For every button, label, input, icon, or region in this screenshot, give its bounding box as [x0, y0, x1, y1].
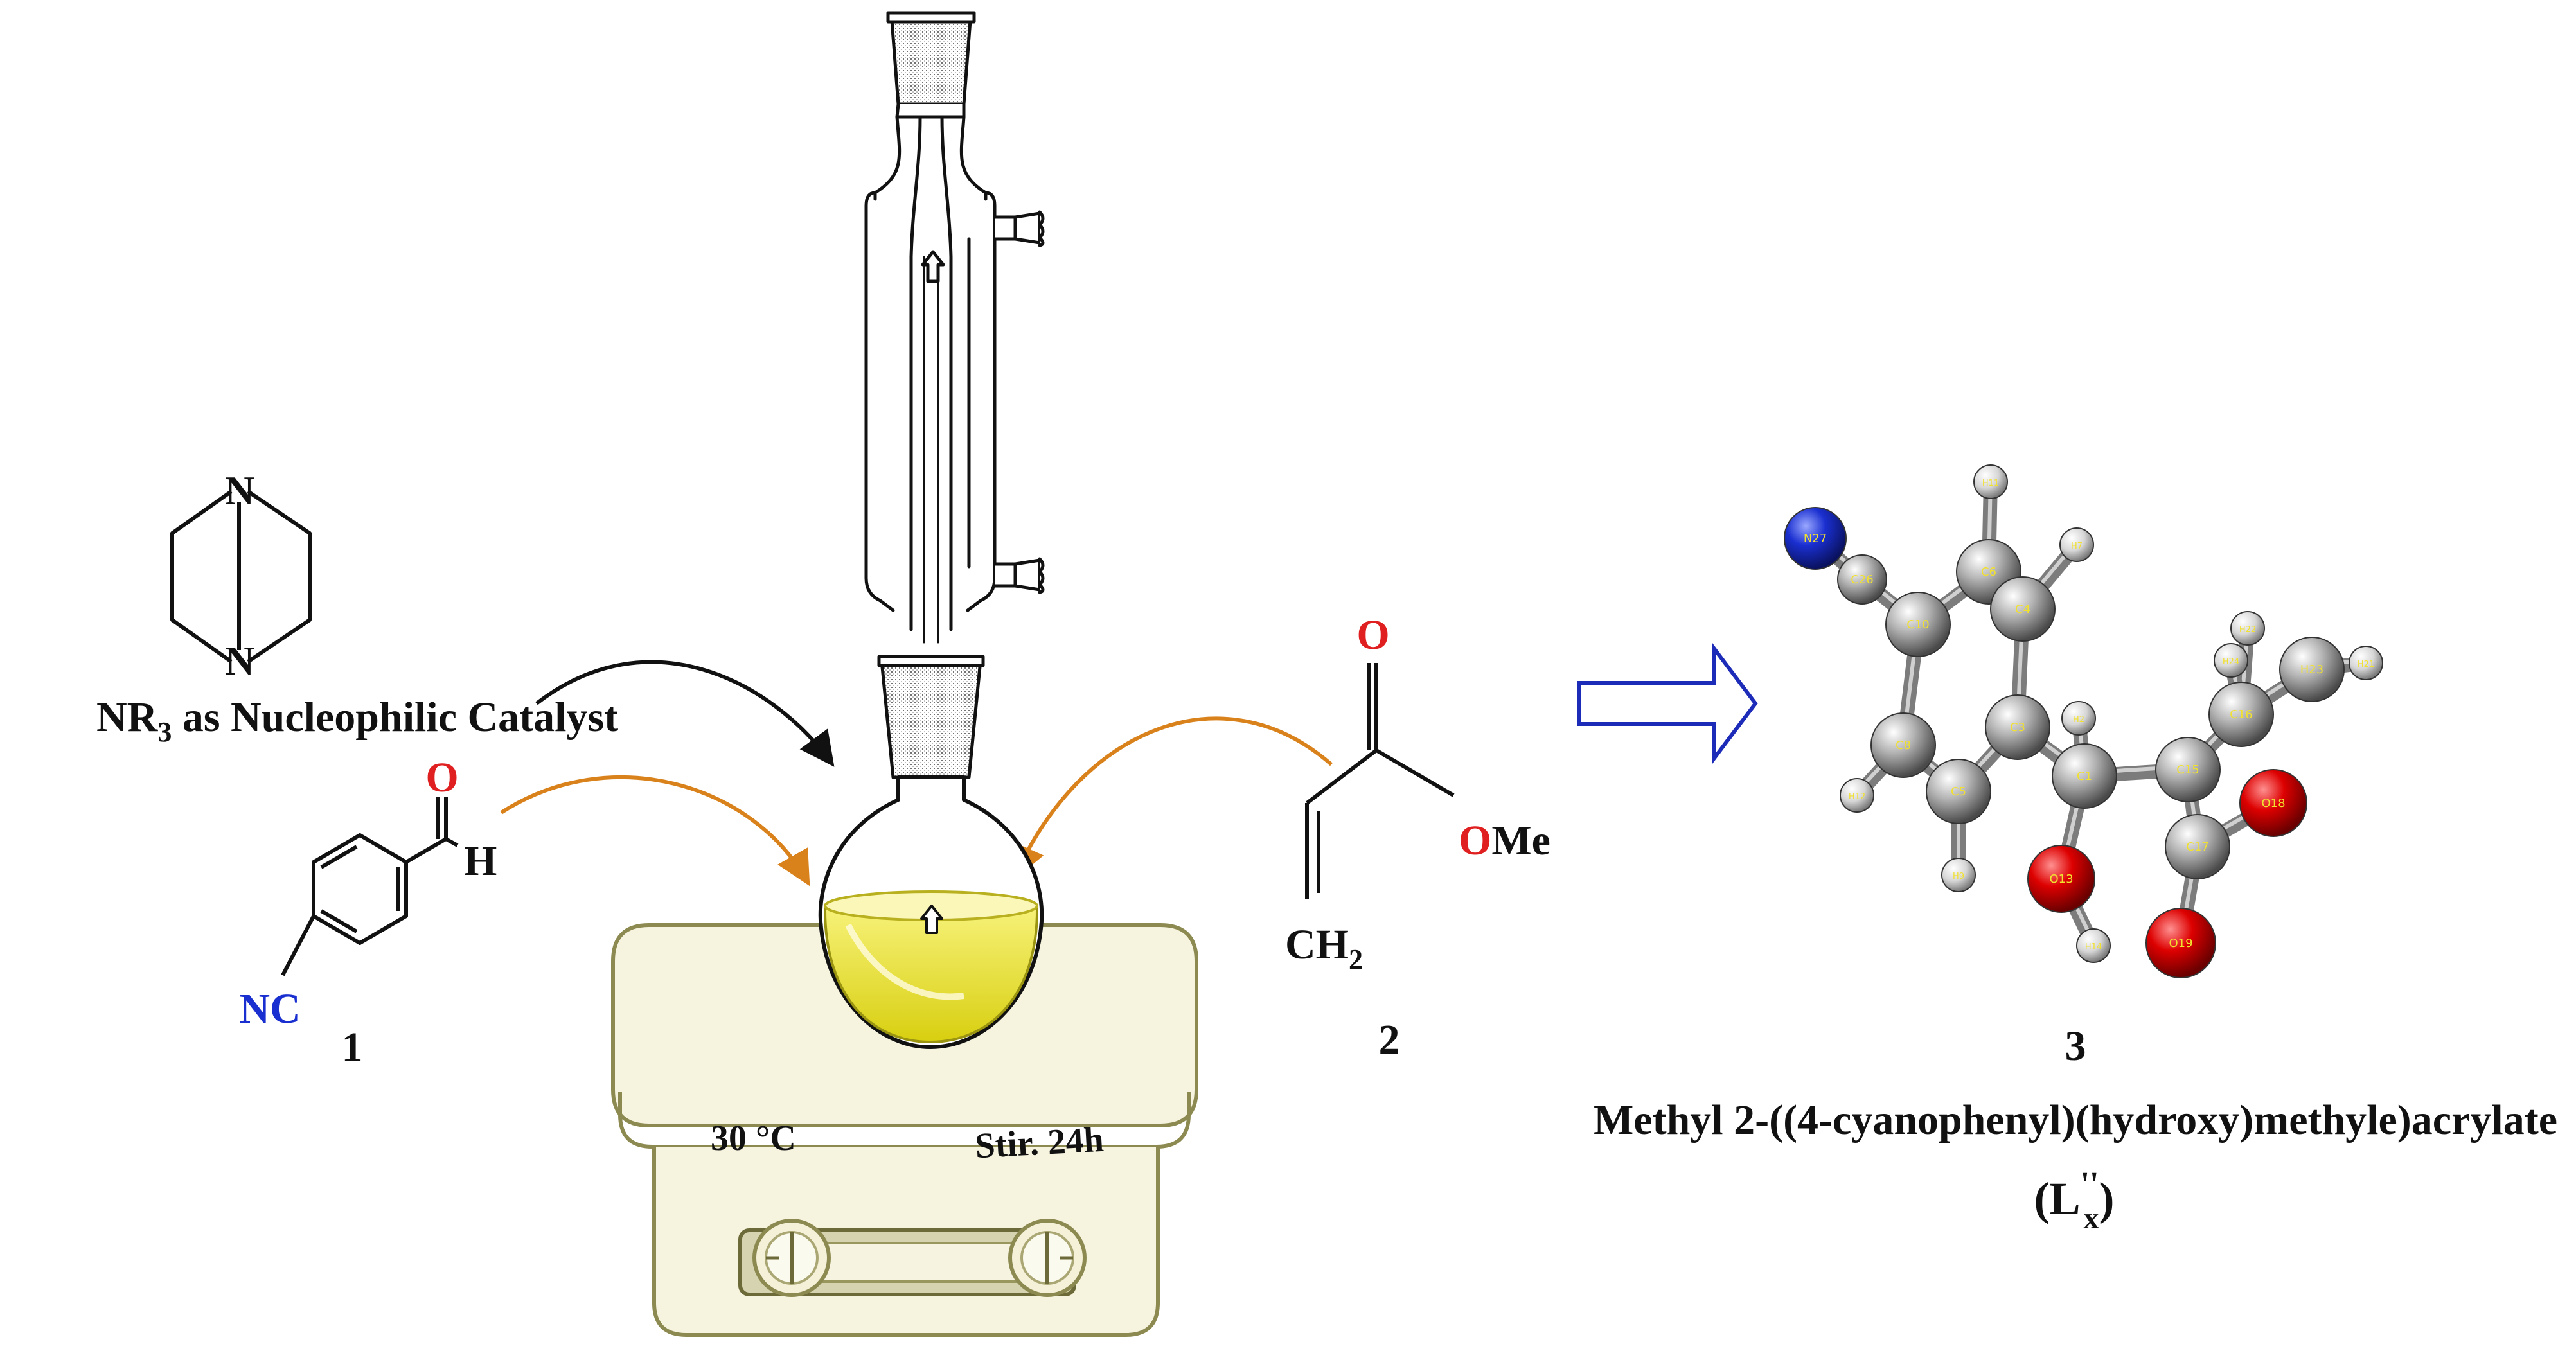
condenser-flow-mark: [921, 250, 945, 283]
atom-label: C17: [2186, 840, 2208, 854]
atom-h12: [1840, 778, 1874, 813]
atom-h21: [2349, 646, 2383, 680]
atom-label: C8: [1896, 739, 1911, 752]
atom-label: H11: [1982, 479, 1999, 488]
stir-time-label: Stir. 24h: [974, 1120, 1105, 1166]
atom-n27: [1784, 507, 1847, 570]
atom-label: C16: [2230, 708, 2252, 721]
atom-label: C1: [2077, 770, 2092, 783]
atom-c26: [1837, 554, 1887, 605]
atom-label: O19: [2169, 937, 2192, 950]
product-code-prime: '': [2081, 1166, 2099, 1203]
compound-1-nitrile: NC: [239, 985, 300, 1032]
catalyst-dabco-structure: N N: [170, 468, 312, 684]
atom-label: O13: [2049, 872, 2073, 886]
atom-label: C10: [1906, 618, 1929, 631]
stir-speed-knob[interactable]: [1008, 1219, 1087, 1297]
catalyst-label-subscript: 3: [157, 716, 172, 748]
product-number: 3: [2065, 1023, 2086, 1070]
atom-label: C5: [1951, 785, 1966, 799]
atom-label: N27: [1804, 532, 1827, 545]
atom-c15: [2155, 737, 2221, 802]
atom-c17: [2165, 814, 2230, 879]
atom-label: H9: [1953, 872, 1964, 881]
compound-2-methoxy-oxygen: O: [1459, 817, 1491, 864]
compound-2-methylene: CH2: [1285, 921, 1363, 975]
water-outlet-arm: [993, 210, 1045, 247]
catalyst-atom-n-bottom: N: [225, 638, 254, 684]
product-code-main: L: [2050, 1173, 2081, 1224]
atom-h9: [1941, 858, 1976, 892]
compound-2-structure: [1305, 663, 1455, 899]
atom-label: C26: [1851, 573, 1873, 587]
product-code-sub: x: [2083, 1201, 2099, 1235]
atom-h7: [2059, 527, 2094, 562]
compound-2-methoxy-me: Me: [1491, 817, 1550, 864]
atom-label: C4: [2015, 603, 2030, 616]
atom-h24: [2214, 643, 2248, 678]
compound-2-ch-subscript: 2: [1349, 944, 1363, 975]
atom-h11: [1973, 464, 2008, 499]
temperature-knob[interactable]: [752, 1219, 831, 1297]
compound-1-oxygen: O: [425, 754, 458, 801]
atom-label: C6: [1981, 565, 1996, 579]
catalyst-label-rest: as Nucleophilic Catalyst: [172, 694, 618, 741]
atom-o13: [2027, 845, 2095, 913]
atom-label: H12: [1849, 792, 1865, 802]
product-name: Methyl 2-((4-cyanophenyl)(hydroxy)methyl…: [1594, 1097, 2557, 1143]
atom-label: H2: [2073, 715, 2084, 725]
temperature-label: 30 °C: [711, 1118, 796, 1158]
compound-2-number: 2: [1379, 1016, 1400, 1063]
product-code-open: (: [2034, 1173, 2050, 1224]
atom-h22: [2230, 611, 2265, 646]
compound-2-methoxy: OMe: [1459, 817, 1550, 864]
reflux-condenser: [864, 11, 1045, 779]
compound-2-carbonyl-oxygen: O: [1356, 612, 1389, 658]
atom-label: O18: [2261, 797, 2285, 810]
catalyst-arrow: [535, 660, 835, 767]
atom-label: H24: [2223, 657, 2239, 667]
atom-label: C3: [2010, 721, 2025, 734]
compound-1-arrow: [500, 775, 810, 887]
atom-o18: [2239, 769, 2307, 837]
atom-c1: [2052, 743, 2117, 809]
atom-c8: [1870, 712, 1936, 778]
catalyst-label: NR3 as Nucleophilic Catalyst: [96, 694, 618, 748]
round-bottom-flask: [818, 775, 1044, 1049]
compound-1-hydrogen: H: [464, 838, 497, 885]
reaction-block-arrow: [1577, 643, 1758, 764]
atom-c4: [1990, 576, 2056, 642]
atom-h14: [2076, 928, 2111, 963]
compound-2-ch-text: CH: [1285, 921, 1349, 968]
compound-1-structure: [281, 797, 459, 976]
atom-label: H14: [2085, 942, 2102, 952]
atom-label: H22: [2239, 625, 2256, 635]
atom-c3: [1985, 694, 2050, 760]
catalyst-atom-n-top: N: [225, 468, 254, 513]
product-3d-model: N27C26C10C6H11H7C4C3C8C5H12H9C1H2C15C16H…: [1784, 464, 2383, 978]
atom-c5: [1926, 759, 1991, 824]
compound-2-arrow: [1011, 716, 1333, 880]
atom-c10: [1885, 592, 1951, 657]
atom-label: C15: [2176, 763, 2199, 777]
product-code: (L''x): [2034, 1166, 2115, 1235]
water-inlet-arm: [993, 557, 1045, 594]
atom-c16: [2208, 682, 2274, 747]
atom-o19: [2145, 908, 2216, 978]
atom-label: H7: [2071, 542, 2083, 551]
catalyst-label-prefix: NR: [96, 694, 159, 741]
atom-h2: [2061, 701, 2096, 736]
product-code-close: ): [2099, 1173, 2114, 1224]
atom-label: H23: [2300, 663, 2323, 676]
atom-label: H21: [2358, 660, 2374, 669]
compound-1-number: 1: [342, 1024, 363, 1071]
atom-h23: [2279, 637, 2345, 702]
stir-bar-mark: [920, 905, 943, 934]
